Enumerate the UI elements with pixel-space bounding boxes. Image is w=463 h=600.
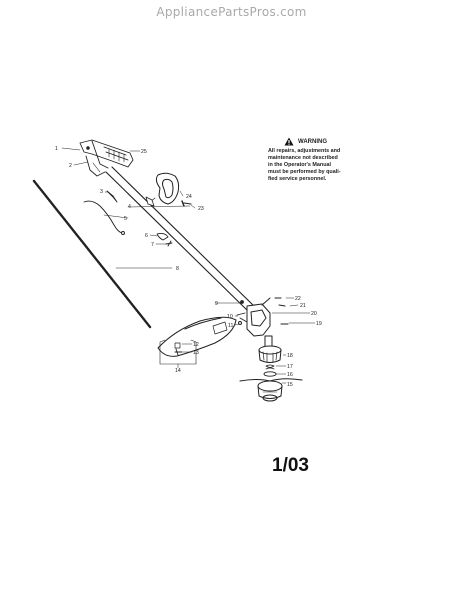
callout-1: 1 [55,146,58,152]
handle-assembly [79,139,134,177]
callout-25: 25 [141,149,147,155]
callout-4: 4 [128,204,131,210]
callout-18: 18 [287,353,293,359]
callout-11: 11 [228,323,233,329]
warning-line: must be performed by quali- [268,169,341,175]
warning-triangle-icon [284,137,294,146]
callout-20: 20 [311,311,317,317]
trimmer-head [239,378,303,402]
callout-17: 17 [287,364,293,370]
watermark-text: AppliancePartsPros.com [156,5,307,19]
callout-9: 9 [215,301,218,307]
drive-shaft-tube [105,166,257,314]
callout-12: 12 [193,342,199,348]
callout-8: 8 [176,266,179,272]
loop-handle [155,172,180,205]
callout-23: 23 [198,206,204,212]
callout-22: 22 [295,296,301,302]
leader-lines [61,147,316,384]
throttle-cable [83,200,125,235]
callout-10: 10 [227,314,233,320]
warning-line: All repairs, adjustments and [268,148,341,154]
callout-24: 24 [186,194,192,200]
callout-3: 3 [100,189,103,195]
trimmer-spool-cap [258,345,282,363]
callout-16: 16 [287,372,293,378]
callout-15: 15 [287,382,293,388]
warning-header: WARNING [268,137,368,146]
callout-14: 14 [175,368,181,374]
warning-text: All repairs, adjustments and maintenance… [268,148,368,183]
warning-title: WARNING [298,138,327,145]
flex-drive-cable [32,179,152,329]
trimmer-shield [157,316,237,357]
callout-5: 5 [124,216,127,222]
callout-labels: 1 2 3 4 5 6 7 8 9 10 11 12 13 14 15 16 1… [55,146,322,388]
warning-line: maintenance not described [268,155,338,161]
warning-line: fied service personnel. [268,176,327,182]
gear-head [246,297,273,348]
warning-box: WARNING All repairs, adjustments and mai… [268,137,368,183]
callout-2: 2 [69,163,72,169]
warning-line: in the Operator's Manual [268,162,331,168]
callout-21: 21 [300,303,306,309]
callout-6: 6 [145,233,148,239]
revision-date: 1/03 [272,455,309,476]
callout-7: 7 [151,242,154,248]
callout-19: 19 [316,321,322,327]
callout-13: 13 [193,350,199,356]
